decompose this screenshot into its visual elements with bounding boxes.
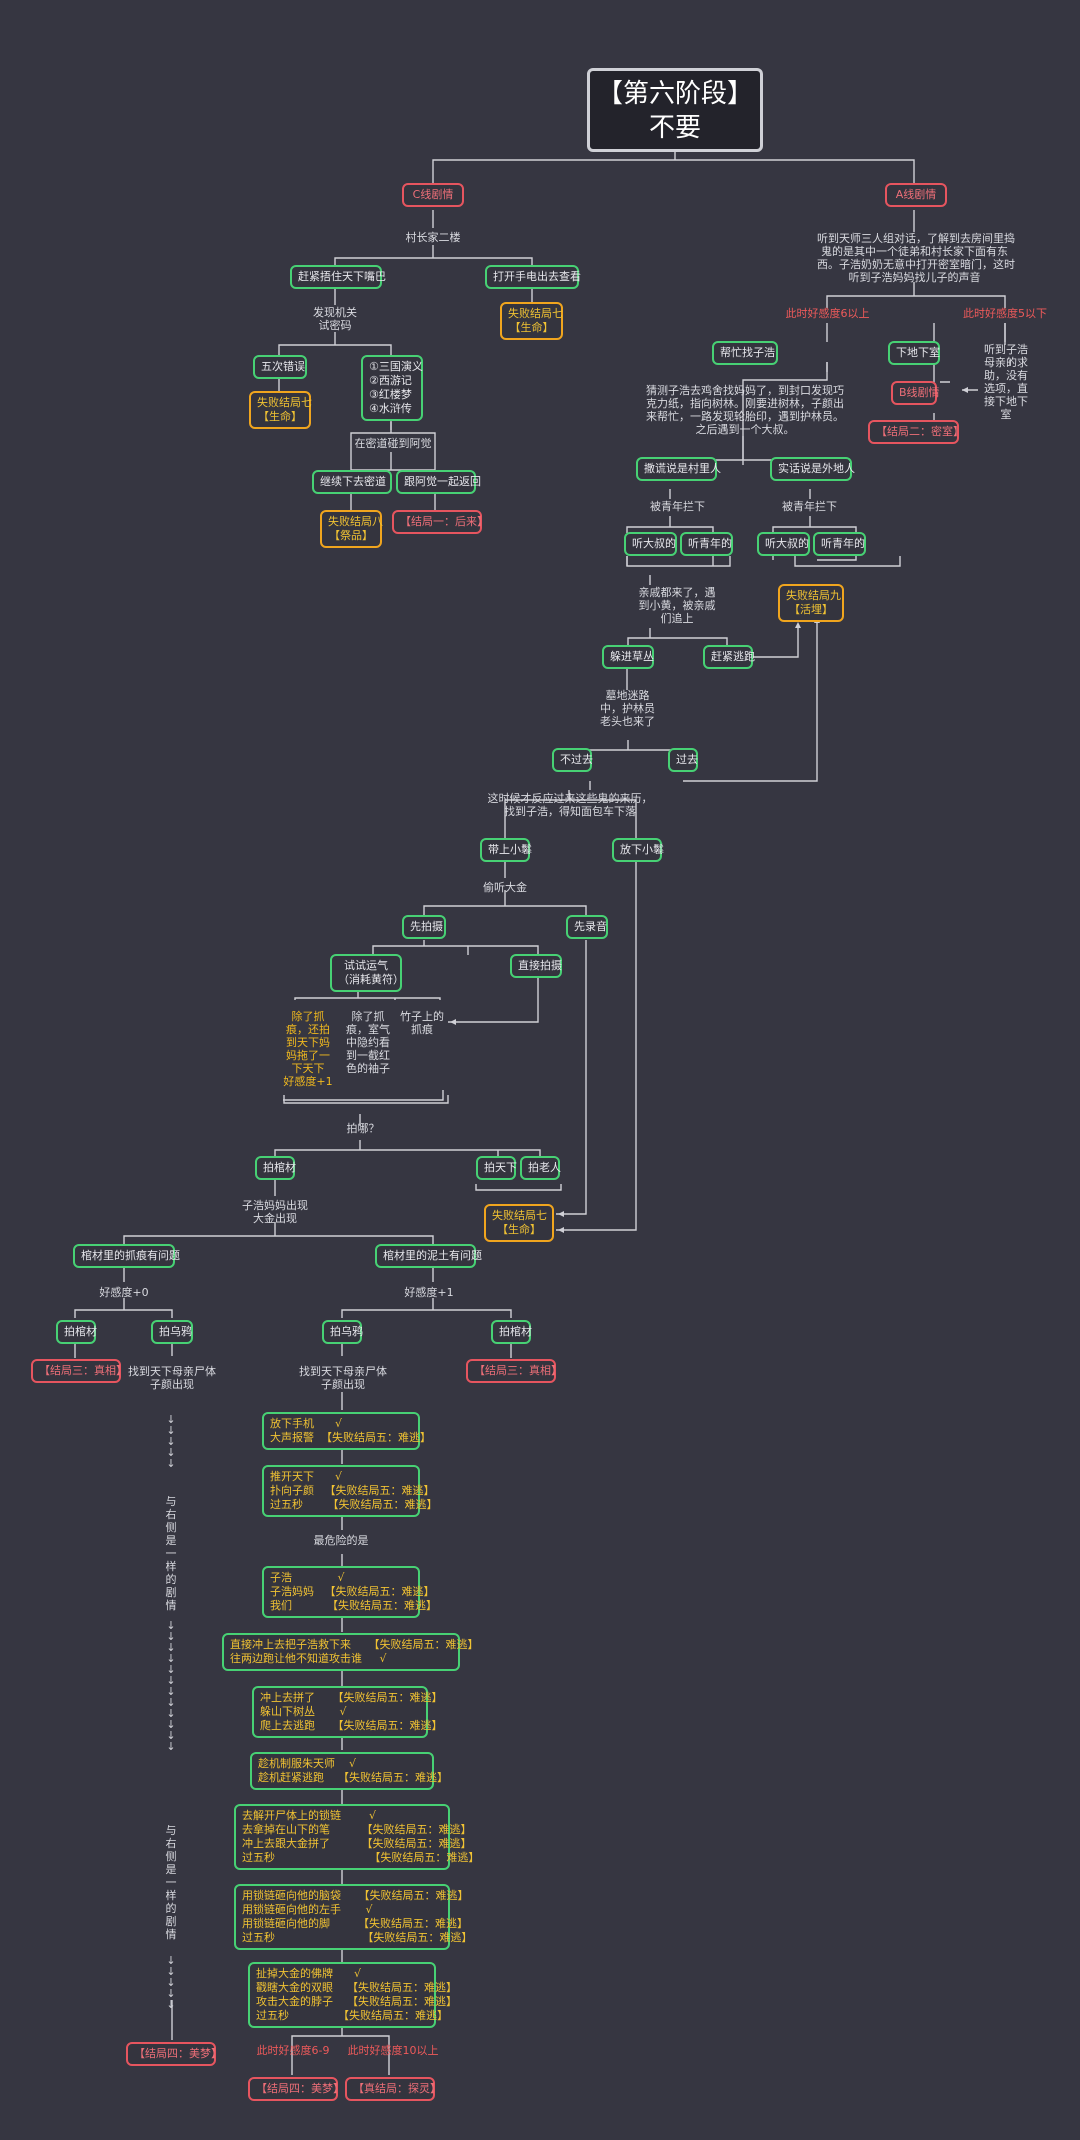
overhear-text: 偷听大金 [483, 881, 527, 894]
a-line-description: 听到天师三人组对话，了解到去房间里捣 鬼的是其中一个徒弟和村长家下面有东 西。子… [817, 232, 1015, 284]
choice-box-1: 放下手机 √ 大声报警 【失败结局五：难逃】 [262, 1412, 431, 1450]
open-flashlight-node: 打开手电出去查看 [485, 265, 581, 289]
fail-ending-7-b: 失败结局七 【生命】 [249, 391, 312, 429]
fail-ending-7-a: 失败结局七 【生命】 [500, 302, 563, 340]
choice-box-7: 去解开尸体上的锁链 √ 去拿掉在山下的笔 【失败结局五：难逃】 冲上去跟大金拼了… [234, 1804, 479, 1870]
find-mechanism-text: 发现机关 试密码 [313, 306, 357, 332]
fail-ending-8: 失败结局八 【祭品】 [320, 510, 383, 548]
graveyard-text: 墓地迷路 中，护林员 老头也来了 [600, 689, 655, 728]
shoot-coffin-node: 拍棺材 [255, 1156, 296, 1180]
realize-text: 这时候才反应过来这些鬼的来历， 找到子浩，得知面包车下落 [487, 792, 653, 818]
shoot-tianxia-node: 拍天下 [476, 1156, 517, 1180]
right-shoot-coffin: 拍棺材 [491, 1320, 532, 1344]
choice-box-6: 趁机制服朱天师 √ 趁机赶紧逃跑 【失败结局五：难逃】 [250, 1752, 448, 1790]
listen-young-r: 听青年的 [813, 532, 866, 556]
shoot-first-node: 先拍摄 [402, 915, 446, 939]
choice-box-9: 扯掉大金的佛牌 √ 戳瞎大金的双眼 【失败结局五：难逃】 攻击大金的脖子 【失败… [248, 1962, 457, 2028]
ending-4-right: 【结局四：美梦】 [248, 2077, 344, 2101]
stopped-by-youth-r: 被青年拦下 [782, 500, 837, 513]
ending-4-left: 【结局四：美梦】 [126, 2042, 222, 2066]
fail-ending-7-c: 失败结局七 【生命】 [484, 1204, 554, 1242]
fav-10-label: 此时好感度10以上 [347, 2044, 439, 2057]
choice-box-8: 用锁链砸向他的脑袋 【失败结局五：难逃】 用锁链砸向他的左手 √ 用锁链砸向他的… [234, 1884, 472, 1950]
village-head-text: 村长家二楼 [405, 231, 461, 244]
take-baby-node: 带上小鬈 [480, 838, 532, 862]
follow-back-node: 跟阿觉一起返回 [396, 470, 481, 494]
shoot-where-text: 拍哪？ [346, 1122, 380, 1135]
try-luck-result-a: 除了抓 痕，还拍 到天下妈 妈拖了一 下天下 好感度+1 [283, 1010, 333, 1088]
keep-down-node: 继续下去密道 [312, 470, 392, 494]
find-corpse-left: 找到天下母亲尸体 子颜出现 [128, 1365, 216, 1391]
mother-appears-text: 子浩妈妈出现 大金出现 [242, 1199, 308, 1225]
not-go-node: 不过去 [552, 748, 593, 772]
truth-outsider-node: 实话说是外地人 [770, 457, 855, 481]
down-arrows-2: ↓ ↓ ↓ ↓ ↓ ↓ ↓ ↓ ↓ ↓ ↓ ↓ [166, 1619, 176, 1753]
hide-bush-node: 躲进草丛 [602, 645, 654, 669]
fav-6-above-label: 此时好感度6以上 [785, 307, 870, 320]
five-wrong-node: 五次错误 [253, 355, 307, 379]
most-dangerous-text: 最危险的是 [313, 1534, 369, 1547]
fav-plus1-text: 好感度+1 [404, 1286, 454, 1299]
listen-young-l: 听青年的 [680, 532, 733, 556]
catch-chin-node: 赶紧捂住天下嘴巴 [290, 265, 386, 289]
record-first-node: 先录音 [566, 915, 608, 939]
lie-villager-node: 撒谎说是村里人 [636, 457, 721, 481]
relatives-text: 亲戚都来了，遇 到小黄，被亲戚 们追上 [638, 586, 716, 625]
ending-3-a: 【结局三：真相】 [31, 1359, 127, 1383]
bamboo-text: 竹子上的 抓痕 [400, 1010, 444, 1036]
fav-6-9-label: 此时好感度6-9 [256, 2044, 330, 2057]
left-shoot-crow: 拍乌鸦 [151, 1320, 193, 1344]
choice-box-3: 子浩 √ 子浩妈妈 【失败结局五：难逃】 我们 【失败结局五：难逃】 [262, 1566, 437, 1618]
go-basement-node: 下地下室 [888, 341, 940, 365]
left-shoot-coffin: 拍棺材 [56, 1320, 97, 1344]
listen-uncle-l: 听大叔的 [624, 532, 677, 556]
try-luck-node: 试试运气 （消耗黄符） [330, 954, 404, 992]
shoot-old-man-node: 拍老人 [520, 1156, 561, 1180]
coffin-scratch-node: 棺材里的抓痕有问题 [73, 1244, 180, 1268]
true-ending-node: 【真结局：探灵】 [345, 2077, 441, 2101]
help-find-son-node: 帮忙找子浩 [712, 341, 778, 365]
four-books-node: ①三国演义 ②西游记 ③红楼梦 ④水浒传 [361, 355, 423, 421]
go-over-node: 过去 [668, 748, 698, 772]
try-luck-result-b: 除了抓 痕，室气 中隐约看 到一截红 色的袖子 [346, 1010, 390, 1075]
fail-ending-9: 失败结局九 【活埋】 [778, 584, 844, 622]
down-arrows-3: ↓ ↓ ↓ ↓ ↓ [166, 1954, 176, 2011]
choice-box-5: 冲上去拼了 【失败结局五：难逃】 躲山下树丛 √ 爬上去逃跑 【失败结局五：难逃… [252, 1686, 442, 1738]
listen-uncle-r: 听大叔的 [757, 532, 810, 556]
a-line-node: A线剧情 [885, 183, 947, 207]
coffin-soil-node: 棺材里的泥土有问题 [375, 1244, 482, 1268]
ending-1-node: 【结局一：后来】 [392, 510, 488, 534]
stage-title: 【第六阶段】 不要 [587, 68, 763, 152]
find-corpse-right: 找到天下母亲尸体 子颜出现 [299, 1365, 387, 1391]
fav-plus0-text: 好感度+0 [99, 1286, 149, 1299]
fav-5-below-label: 此时好感度5以下 [963, 307, 1047, 320]
low-fav-description: 听到子浩 母亲的求 助，没有 选项，直 接下地下 室 [984, 343, 1028, 421]
shoot-direct-node: 直接拍摄 [510, 954, 562, 978]
run-away-node: 赶紧逃跑 [703, 645, 755, 669]
ending-3-b: 【结局三：真相】 [466, 1359, 562, 1383]
help-description: 猜测子浩去鸡舍找妈妈了，到封口发现巧 克力纸，指向树林。刚要进树林，子颜出 来帮… [646, 384, 844, 436]
ending-2-node: 【结局二：密室】 [868, 420, 964, 444]
same-plot-text-1: 与 右 侧 是 一 样 的 剧 情 [165, 1495, 177, 1612]
drop-baby-node: 放下小鬈 [612, 838, 664, 862]
c-line-node: C线剧情 [402, 183, 464, 207]
tunnel-meet-text: 在密道碰到阿觉 [354, 437, 432, 450]
right-shoot-crow: 拍乌鸦 [322, 1320, 363, 1344]
choice-box-2: 推开天下 √ 扑向子颜 【失败结局五：难逃】 过五秒 【失败结局五：难逃】 [262, 1465, 437, 1517]
stopped-by-youth-l: 被青年拦下 [650, 500, 705, 513]
same-plot-text-2: 与 右 侧 是 一 样 的 剧 情 [165, 1824, 177, 1941]
choice-box-4: 直接冲上去把子浩救下来 【失败结局五：难逃】 往两边跑让他不知道攻击谁 √ [222, 1633, 478, 1671]
b-line-node: B线剧情 [891, 381, 940, 405]
down-arrows-1: ↓ ↓ ↓ ↓ ↓ [166, 1413, 176, 1470]
